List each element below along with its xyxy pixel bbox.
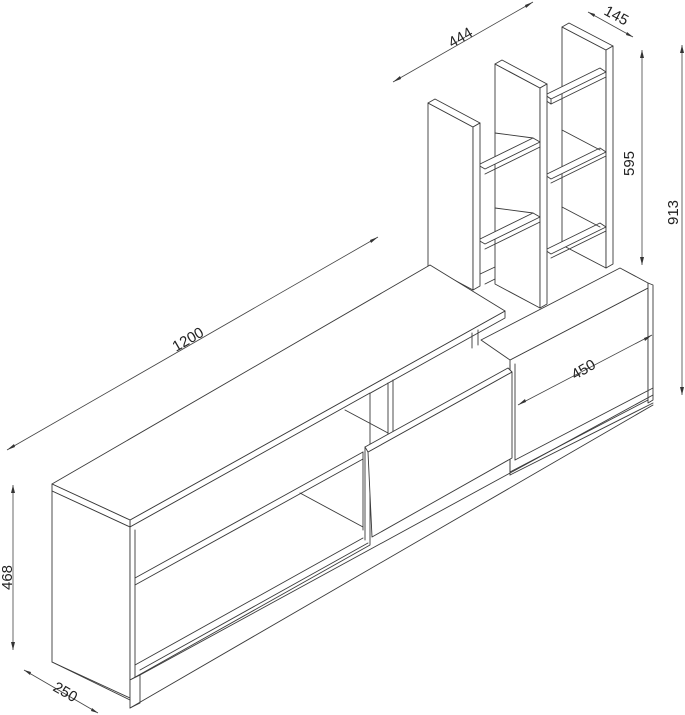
label-cabinet-height: 468	[0, 565, 16, 590]
label-tower-height: 595	[621, 151, 638, 176]
label-tower-width: 444	[446, 24, 476, 51]
label-overall-width: 1200	[170, 324, 207, 355]
dimension-lines	[6, 1, 684, 714]
raised-top-platform	[51, 264, 506, 528]
main-cabinet	[51, 367, 654, 709]
label-depth: 250	[50, 679, 80, 706]
shelf-tower	[427, 22, 614, 309]
label-overall-height: 913	[665, 200, 682, 225]
label-tower-depth: 145	[601, 3, 631, 30]
